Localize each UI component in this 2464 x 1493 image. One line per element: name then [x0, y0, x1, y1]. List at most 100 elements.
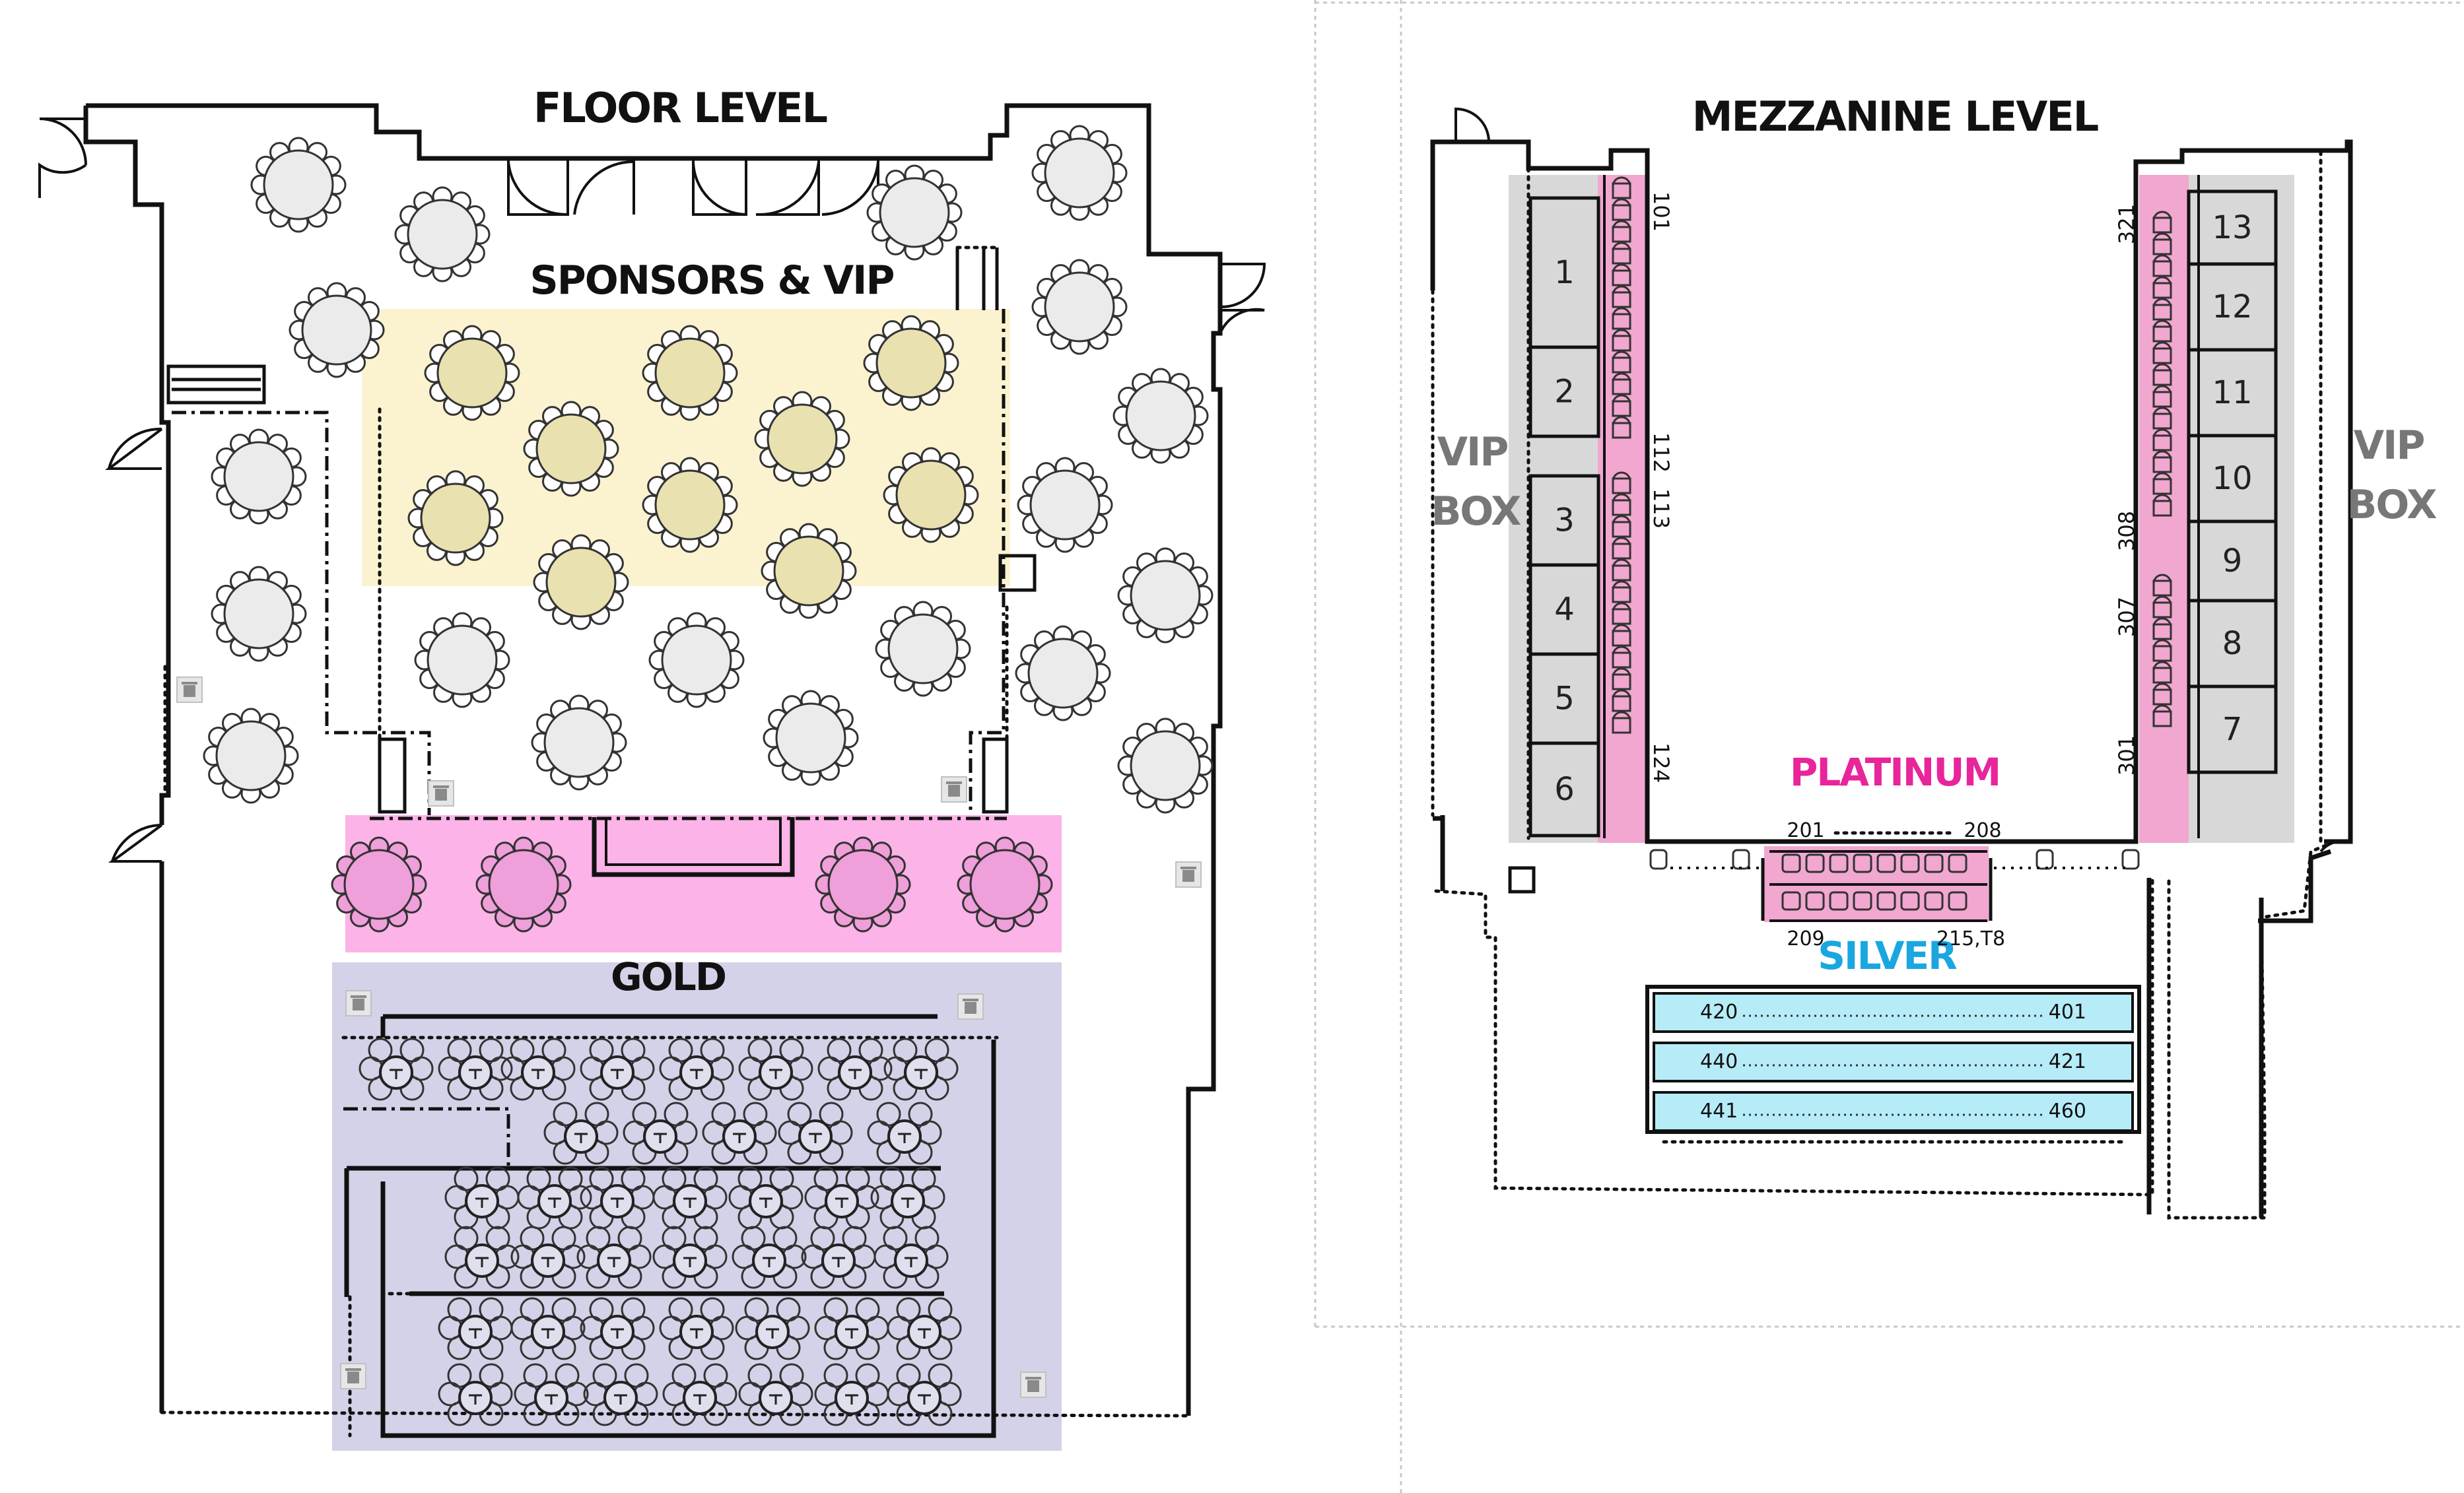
cocktail-table[interactable]: [867, 1102, 942, 1165]
platinum-seat[interactable]: [1924, 891, 1944, 911]
round-table[interactable]: [761, 523, 857, 619]
seat[interactable]: [1612, 624, 1631, 647]
seat[interactable]: [2152, 450, 2172, 473]
seat[interactable]: [1612, 329, 1631, 352]
seat[interactable]: [2152, 276, 2172, 299]
seat[interactable]: [1612, 689, 1631, 712]
round-table[interactable]: [289, 282, 385, 378]
cocktail-table[interactable]: [652, 1226, 728, 1289]
seat[interactable]: [1612, 646, 1631, 669]
round-table[interactable]: [957, 836, 1053, 933]
seat[interactable]: [2152, 574, 2172, 597]
round-table[interactable]: [642, 325, 738, 421]
platinum-seat[interactable]: [1853, 891, 1872, 911]
platinum-seat[interactable]: [1781, 853, 1801, 873]
platinum-seat[interactable]: [1900, 853, 1920, 873]
cocktail-table[interactable]: [623, 1102, 698, 1165]
cocktail-table[interactable]: [580, 1038, 655, 1101]
seat[interactable]: [1612, 515, 1631, 538]
vip-box-9[interactable]: 9: [2187, 519, 2278, 603]
silver-row-2[interactable]: [1653, 1042, 2134, 1082]
round-table[interactable]: [475, 836, 572, 933]
round-table[interactable]: [1015, 625, 1111, 721]
round-table[interactable]: [815, 836, 911, 933]
vip-box-2[interactable]: 2: [1528, 345, 1600, 438]
seat[interactable]: [1612, 220, 1631, 243]
cocktail-table[interactable]: [887, 1297, 962, 1360]
seat[interactable]: [1612, 667, 1631, 690]
seat[interactable]: [1612, 558, 1631, 581]
cocktail-table[interactable]: [580, 1297, 655, 1360]
cocktail-table[interactable]: [359, 1038, 434, 1101]
round-table[interactable]: [1031, 125, 1128, 221]
cocktail-table[interactable]: [576, 1226, 652, 1289]
round-table[interactable]: [211, 566, 307, 662]
seat[interactable]: [2152, 363, 2172, 386]
cocktail-table[interactable]: [662, 1363, 737, 1426]
seat[interactable]: [1612, 471, 1631, 494]
round-table[interactable]: [1117, 717, 1214, 814]
seat[interactable]: [1612, 416, 1631, 439]
pink-strip-right[interactable]: [2139, 175, 2189, 843]
round-table[interactable]: [648, 612, 745, 708]
seat[interactable]: [2152, 211, 2172, 234]
seat[interactable]: [1612, 493, 1631, 516]
cocktail-table[interactable]: [510, 1297, 586, 1360]
seat[interactable]: [2152, 428, 2172, 451]
platinum-seat[interactable]: [1829, 853, 1849, 873]
corridor-seat[interactable]: [2121, 849, 2140, 870]
vip-box-13[interactable]: 13: [2187, 189, 2278, 266]
silver-row-3[interactable]: [1653, 1091, 2134, 1132]
platinum-seat[interactable]: [1853, 853, 1872, 873]
cocktail-table[interactable]: [883, 1038, 959, 1101]
round-table[interactable]: [1117, 547, 1214, 644]
seat[interactable]: [2152, 319, 2172, 343]
cocktail-table[interactable]: [444, 1226, 520, 1289]
cocktail-table[interactable]: [580, 1166, 655, 1230]
cocktail-table[interactable]: [652, 1166, 728, 1230]
cocktail-table[interactable]: [738, 1038, 813, 1101]
vip-box-4[interactable]: 4: [1528, 563, 1600, 656]
round-table[interactable]: [1031, 259, 1128, 355]
cocktail-table[interactable]: [702, 1102, 777, 1165]
seat[interactable]: [1612, 602, 1631, 625]
cocktail-table[interactable]: [801, 1226, 876, 1289]
corridor-seat[interactable]: [2036, 849, 2054, 870]
round-table[interactable]: [754, 391, 850, 487]
platinum-seat[interactable]: [1805, 853, 1825, 873]
silver-row-1[interactable]: [1653, 992, 2134, 1033]
seat[interactable]: [1612, 176, 1631, 199]
seat[interactable]: [2152, 704, 2172, 727]
round-table[interactable]: [531, 694, 627, 791]
cocktail-table[interactable]: [543, 1102, 619, 1165]
seat[interactable]: [2152, 407, 2172, 430]
seat[interactable]: [2152, 617, 2172, 640]
cocktail-table[interactable]: [870, 1166, 945, 1230]
seat[interactable]: [2152, 385, 2172, 408]
round-table[interactable]: [642, 457, 738, 553]
seat[interactable]: [2152, 639, 2172, 662]
round-table[interactable]: [203, 708, 299, 804]
seat[interactable]: [2152, 595, 2172, 618]
cocktail-table[interactable]: [438, 1038, 513, 1101]
cocktail-table[interactable]: [514, 1363, 589, 1426]
cocktail-table[interactable]: [444, 1166, 520, 1230]
platinum-seat[interactable]: [1924, 853, 1944, 873]
cocktail-table[interactable]: [873, 1226, 949, 1289]
cocktail-table[interactable]: [738, 1363, 813, 1426]
platinum-seat[interactable]: [1781, 891, 1801, 911]
platinum-seat[interactable]: [1876, 891, 1896, 911]
cocktail-table[interactable]: [438, 1363, 513, 1426]
cocktail-table[interactable]: [814, 1363, 889, 1426]
seat[interactable]: [1612, 242, 1631, 265]
corridor-seat[interactable]: [1649, 849, 1668, 870]
platinum-block[interactable]: [1761, 846, 1993, 922]
corridor-seat[interactable]: [1732, 849, 1750, 870]
cocktail-table[interactable]: [500, 1038, 576, 1101]
round-table[interactable]: [866, 164, 963, 261]
seat[interactable]: [1612, 394, 1631, 417]
cocktail-table[interactable]: [814, 1297, 889, 1360]
cocktail-table[interactable]: [735, 1297, 810, 1360]
seat[interactable]: [2152, 472, 2172, 495]
round-table[interactable]: [523, 401, 619, 497]
